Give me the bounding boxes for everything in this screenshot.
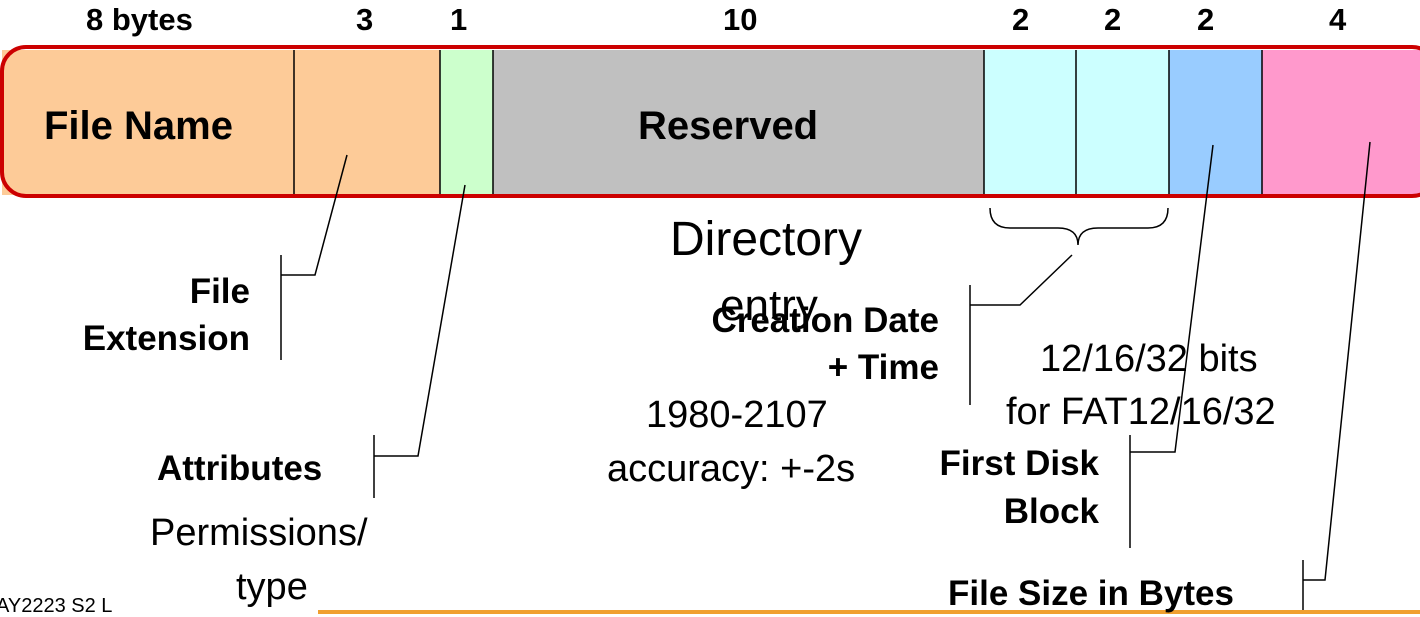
file-size-cell xyxy=(1262,50,1420,195)
label-creation-desc-1: 1980-2107 xyxy=(646,394,828,436)
size-file-size: 4 xyxy=(1329,2,1347,37)
size-reserved: 10 xyxy=(723,2,758,37)
time-cell xyxy=(984,50,1076,195)
label-file-size: File Size in Bytes xyxy=(948,574,1234,613)
attributes-cell xyxy=(440,50,493,195)
size-extension: 3 xyxy=(356,2,374,37)
label-attributes-desc-1: Permissions/ xyxy=(150,512,368,554)
label-attributes: Attributes xyxy=(157,449,323,488)
attributes-leader xyxy=(374,184,466,457)
first-block-cell xyxy=(1169,50,1262,195)
footer-text: AY2223 S2 L xyxy=(0,595,113,617)
diagram-title-line2: entry xyxy=(720,281,818,330)
label-file-extension-1: File xyxy=(189,272,250,311)
size-first-block: 2 xyxy=(1197,2,1215,37)
field-reserved: Reserved xyxy=(638,104,819,148)
label-first-block-desc-1: 12/16/32 bits xyxy=(1040,338,1258,380)
creation-leader xyxy=(970,254,1073,306)
size-date: 2 xyxy=(1104,2,1122,37)
reserved-cell xyxy=(493,50,984,195)
diagram-title-line1: Directory xyxy=(670,213,863,266)
file-name-cell xyxy=(2,50,294,195)
size-file-name: 8 bytes xyxy=(86,2,193,37)
size-attributes: 1 xyxy=(450,2,468,37)
label-first-block-1: First Disk xyxy=(939,444,1100,483)
label-file-extension-2: Extension xyxy=(82,319,250,358)
leader-lines xyxy=(280,141,1371,614)
extension-leader xyxy=(281,154,348,276)
label-attributes-desc-2: type xyxy=(236,566,308,608)
date-time-brace xyxy=(989,207,1169,246)
label-creation-desc-2: accuracy: +-2s xyxy=(607,448,856,490)
label-first-block-2: Block xyxy=(1003,492,1099,531)
first-block-leader xyxy=(1130,144,1214,453)
field-file-name: File Name xyxy=(44,104,233,148)
label-first-block-desc-2: for FAT12/16/32 xyxy=(1006,391,1276,433)
label-creation-2: + Time xyxy=(827,348,939,387)
date-cell xyxy=(1076,50,1169,195)
entry-outline xyxy=(0,45,1420,198)
cell-dividers xyxy=(293,50,1263,195)
extension-cell xyxy=(294,50,440,195)
file-size-leader xyxy=(1303,141,1371,581)
size-time: 2 xyxy=(1012,2,1030,37)
label-creation-1: Creation Date xyxy=(711,301,939,340)
